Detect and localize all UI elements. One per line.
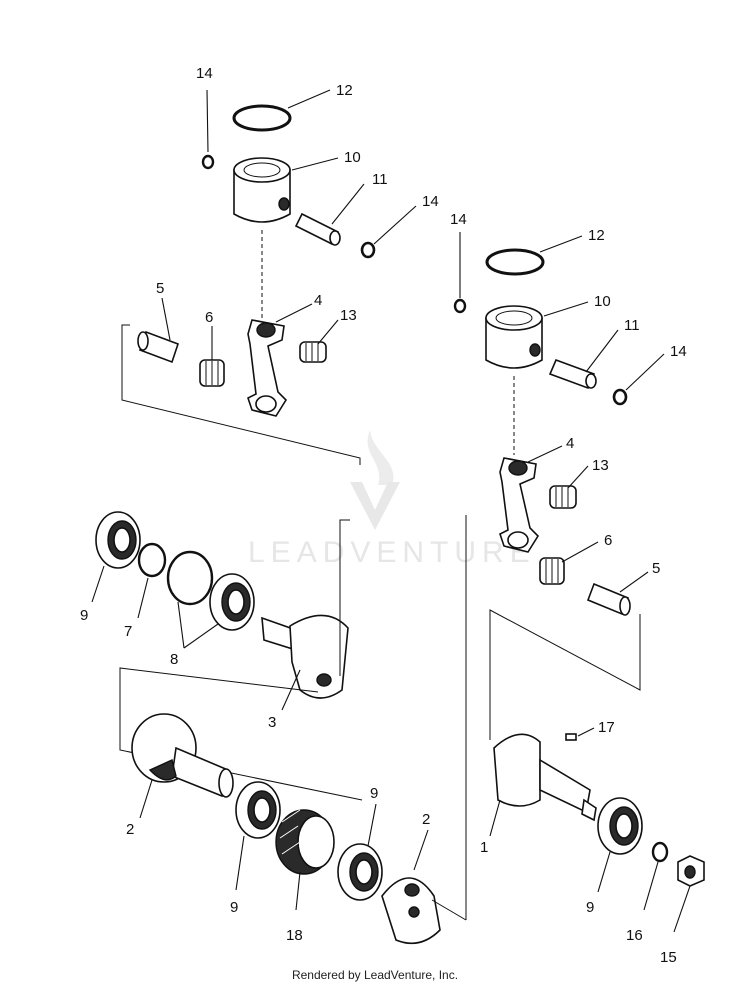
callout-14: 14	[422, 193, 439, 210]
ball-bearing-icon	[597, 797, 643, 855]
snap-ring-icon	[137, 542, 167, 578]
connecting-rod-icon	[499, 457, 540, 553]
callout-14: 14	[450, 211, 467, 228]
callout-5: 5	[156, 280, 164, 297]
callout-3: 3	[268, 714, 276, 731]
ball-bearing-icon	[95, 511, 141, 569]
callout-8: 8	[170, 651, 178, 668]
callout-13: 13	[592, 457, 609, 474]
retaining-ring-icon	[166, 550, 214, 606]
woodruff-key-icon	[565, 733, 577, 741]
callout-1: 1	[480, 839, 488, 856]
callout-14: 14	[196, 65, 213, 82]
callout-2: 2	[126, 821, 134, 838]
callout-5: 5	[652, 560, 660, 577]
callout-18: 18	[286, 927, 303, 944]
right-piston-assembly	[453, 248, 641, 920]
ball-bearing-icon	[235, 781, 281, 839]
callout-17: 17	[598, 719, 615, 736]
leadventure-watermark-logo: LEADVENTURE	[248, 430, 536, 569]
needle-bearing-icon	[549, 485, 577, 509]
callout-16: 16	[626, 927, 643, 944]
crank-pin-icon	[137, 330, 180, 364]
callout-12: 12	[336, 82, 353, 99]
callout-10: 10	[594, 293, 611, 310]
piston-ring-icon	[232, 104, 292, 132]
circlip-icon	[201, 154, 215, 170]
piston-icon	[485, 305, 543, 369]
callout-4: 4	[566, 435, 574, 452]
nut-icon	[677, 855, 705, 887]
labyrinth-seal-icon	[275, 809, 335, 875]
callout-9: 9	[230, 899, 238, 916]
left-crankshaft-assembly	[95, 511, 467, 945]
needle-bearing-icon	[299, 341, 327, 363]
callout-14: 14	[670, 343, 687, 360]
piston-ring-icon	[485, 248, 545, 276]
circlip-icon	[453, 298, 467, 314]
crank-half-icon	[381, 877, 441, 945]
circlip-icon	[612, 388, 628, 406]
left-piston-assembly	[121, 104, 376, 465]
callout-6: 6	[604, 532, 612, 549]
callout-15: 15	[660, 949, 677, 966]
crank-half-icon	[131, 713, 234, 798]
piston-pin-icon	[294, 212, 341, 246]
ball-bearing-icon	[337, 843, 383, 901]
callout-10: 10	[344, 149, 361, 166]
crank-pin-icon	[586, 582, 631, 616]
ball-bearing-icon	[209, 573, 255, 631]
callout-11: 11	[372, 171, 388, 188]
callout-4: 4	[314, 292, 322, 309]
callout-13: 13	[340, 307, 357, 324]
washer-icon	[651, 841, 669, 863]
watermark-text: LEADVENTURE	[248, 536, 536, 569]
callout-11: 11	[624, 317, 640, 334]
footer-credit: Rendered by LeadVenture, Inc.	[291, 968, 459, 982]
right-crankshaft-assembly	[493, 733, 705, 887]
crank-half-icon	[493, 733, 597, 822]
circlip-icon	[360, 241, 376, 259]
needle-bearing-icon	[199, 359, 225, 387]
callouts: 14 12 10 11 14 5 6 4 13 14 12 10 11 14 4…	[80, 65, 691, 966]
callout-9: 9	[586, 899, 594, 916]
callout-7: 7	[124, 623, 132, 640]
connecting-rod-icon	[247, 319, 288, 417]
callout-9: 9	[370, 785, 378, 802]
piston-icon	[233, 157, 291, 223]
callout-2: 2	[422, 811, 430, 828]
needle-bearing-icon	[539, 557, 565, 585]
callout-12: 12	[588, 227, 605, 244]
piston-pin-icon	[548, 358, 597, 390]
callout-6: 6	[205, 309, 213, 326]
callout-9: 9	[80, 607, 88, 624]
crank-half-icon	[261, 614, 349, 699]
